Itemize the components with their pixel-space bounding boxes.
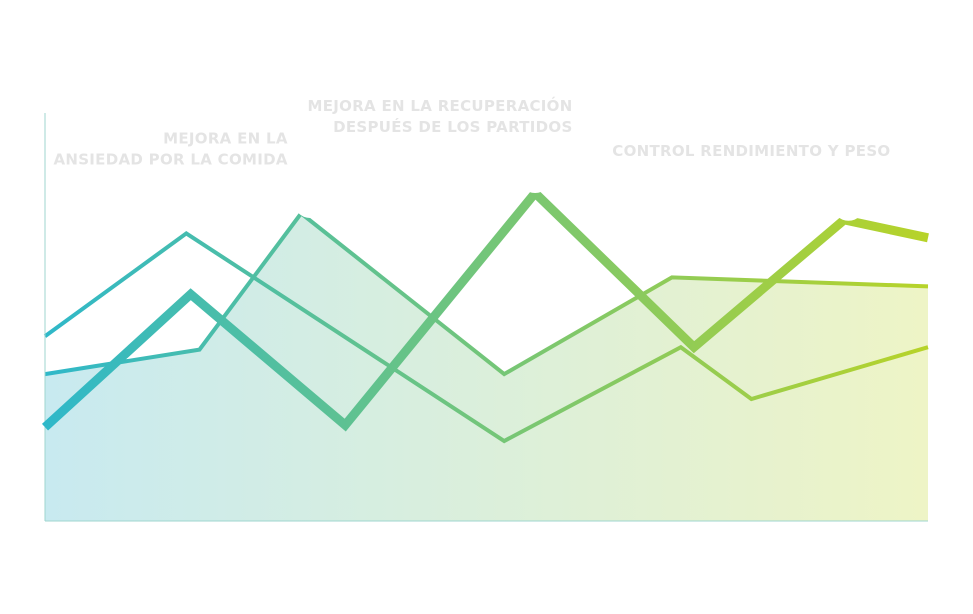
annotation-label: CONTROL RENDIMIENTO Y PESO (612, 142, 890, 160)
area-top-line (44, 210, 929, 377)
peak-marker (519, 161, 552, 194)
area-layer (45, 213, 928, 521)
thin-series-layer (43, 210, 929, 444)
peak-marker (832, 188, 865, 221)
peak-marker (293, 185, 326, 218)
marker-layer (293, 161, 865, 221)
series-line-1 (43, 230, 929, 444)
area-fill (45, 213, 928, 521)
axis-layer (44, 113, 928, 522)
